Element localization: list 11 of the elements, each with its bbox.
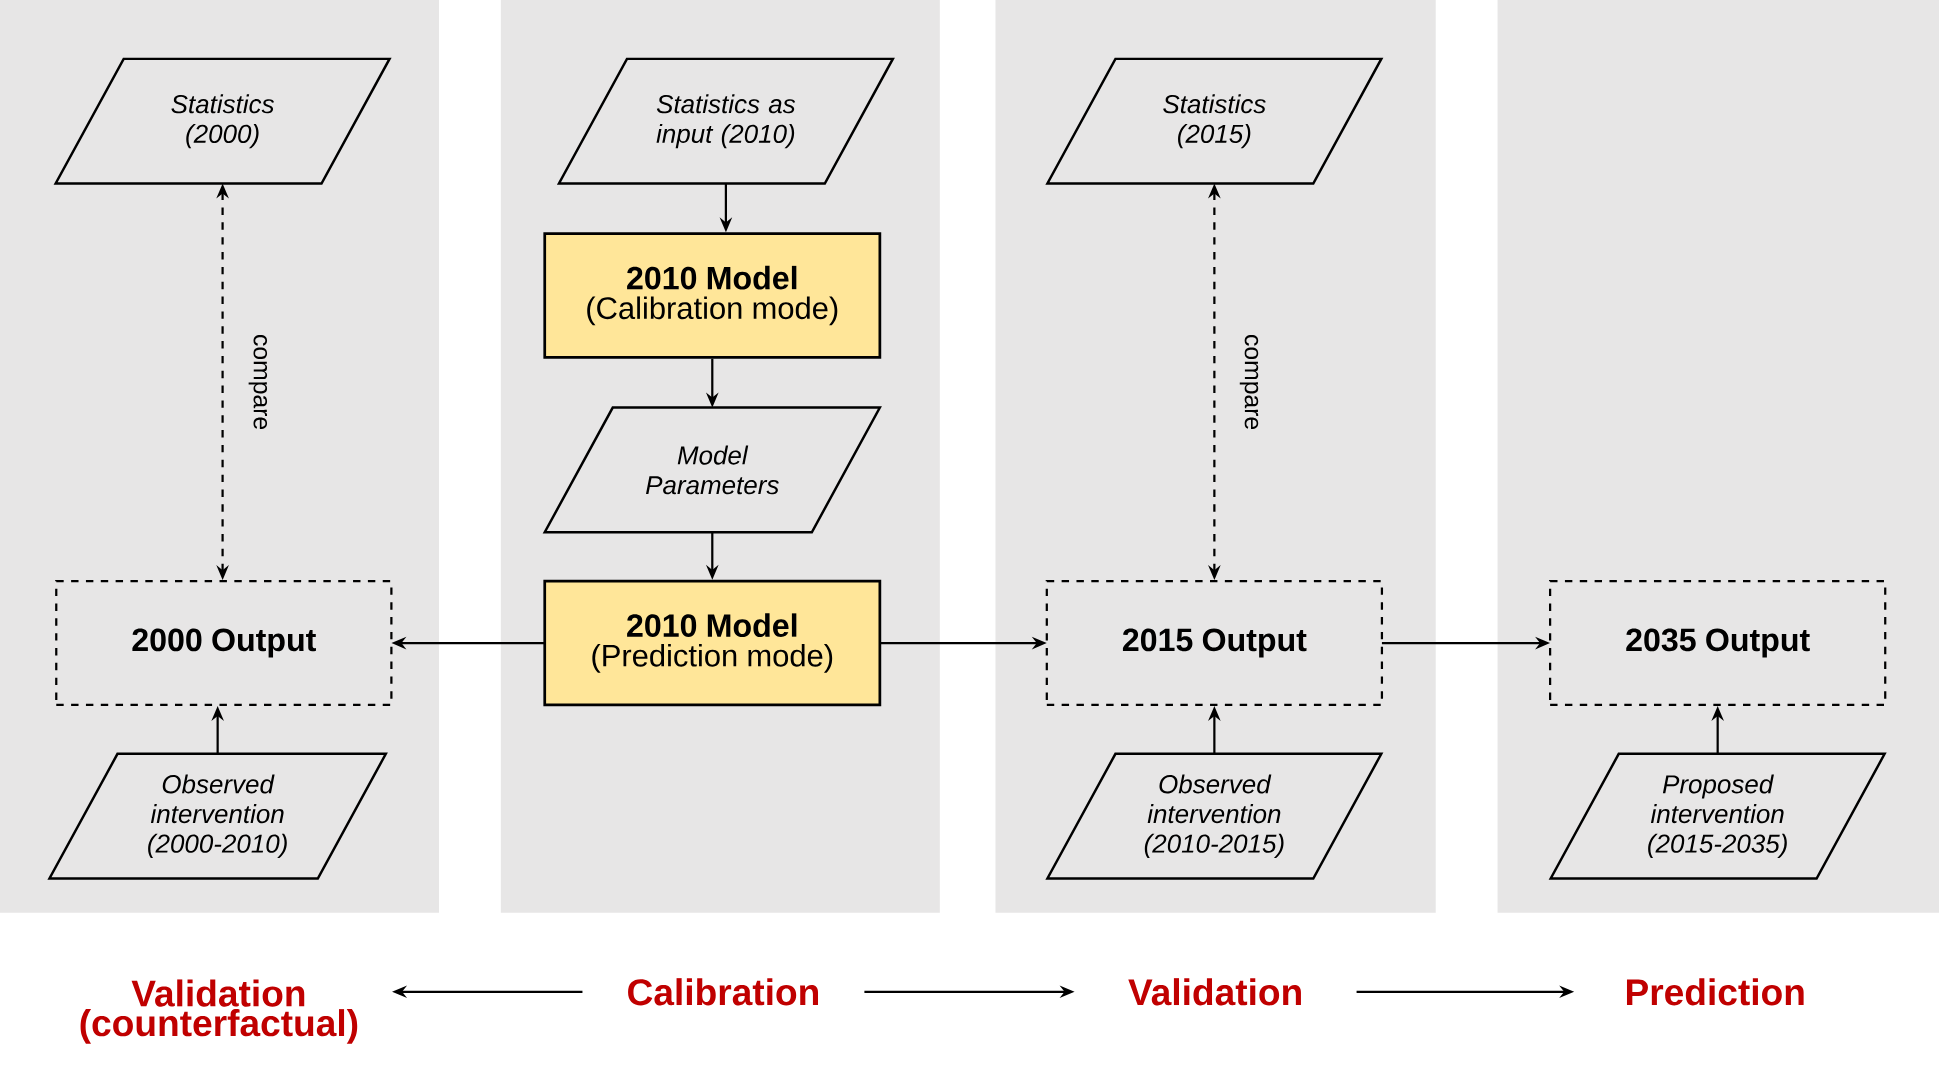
model-box: 2010 Model (Calibration mode) bbox=[543, 232, 882, 359]
stage-label: Calibration bbox=[628, 977, 818, 1006]
stage-label: Validation (counterfactual) bbox=[80, 979, 358, 1044]
stage-label: Validation bbox=[1128, 977, 1301, 1006]
model-box: 2010 Model (Prediction mode) bbox=[543, 579, 882, 706]
edge-label: compare bbox=[248, 334, 268, 429]
output-box: 2035 Output bbox=[1549, 579, 1887, 706]
edge-label: compare bbox=[1239, 334, 1259, 429]
stage-label: Prediction bbox=[1627, 977, 1804, 1006]
output-box: 2015 Output bbox=[1045, 579, 1384, 706]
output-box: 2000 Output bbox=[55, 579, 393, 706]
